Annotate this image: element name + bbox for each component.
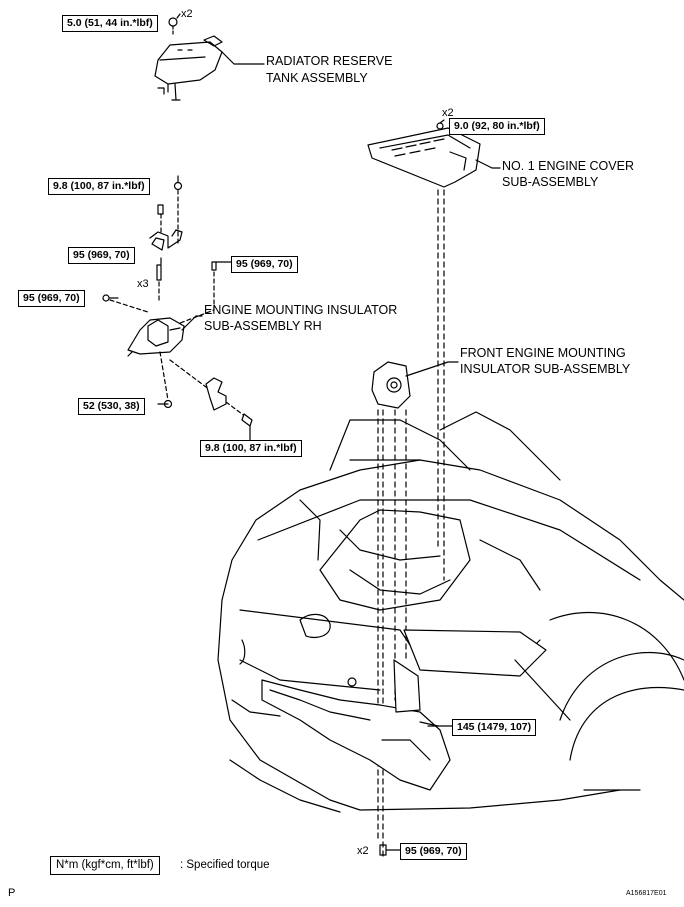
label-mount-rh-line1: ENGINE MOUNTING INSULATOR xyxy=(204,303,398,317)
corner-marker: P xyxy=(8,887,16,899)
multiplier-tank: x2 xyxy=(181,8,193,20)
label-front-mount-line2: INSULATOR SUB-ASSEMBLY xyxy=(460,362,631,376)
radiator-reserve-tank-drawing xyxy=(154,17,223,101)
label-radiator-tank-line1: RADIATOR RESERVE xyxy=(266,54,393,68)
torque-nut-lower: 52 (530, 38) xyxy=(78,398,145,415)
legend-torque-unit: N*m (kgf*cm, ft*lbf) xyxy=(50,856,160,875)
front-engine-mounting-insulator-drawing xyxy=(371,189,445,861)
legend-description: : Specified torque xyxy=(180,859,270,871)
torque-bracket-bolt-lower: 9.8 (100, 87 in.*lbf) xyxy=(200,440,302,457)
label-engine-cover-line2: SUB-ASSEMBLY xyxy=(502,175,599,189)
label-mount-rh-line2: SUB-ASSEMBLY RH xyxy=(204,319,322,333)
torque-bottom-bolt: 95 (969, 70) xyxy=(400,843,467,860)
label-front-mount-line1: FRONT ENGINE MOUNTING xyxy=(460,346,626,360)
vehicle-front-drawing xyxy=(217,411,684,856)
label-engine-cover-line1: NO. 1 ENGINE COVER xyxy=(502,159,634,173)
engine-mounting-insulator-rh-drawing xyxy=(102,181,253,427)
leader-lines xyxy=(109,13,501,851)
torque-bracket-nut-top: 9.8 (100, 87 in.*lbf) xyxy=(48,178,150,195)
multiplier-cover: x2 xyxy=(442,107,454,119)
multiplier-bottom: x2 xyxy=(357,845,369,857)
torque-bolt-right-upper: 95 (969, 70) xyxy=(231,256,298,273)
torque-cover-nut: 9.0 (92, 80 in.*lbf) xyxy=(449,118,545,135)
figure-id: A156817E01 xyxy=(626,890,667,897)
label-radiator-tank-line2: TANK ASSEMBLY xyxy=(266,71,368,85)
torque-tank-bolt: 5.0 (51, 44 in.*lbf) xyxy=(62,15,158,32)
torque-nut-left: 95 (969, 70) xyxy=(18,290,85,307)
multiplier-left-bolts: x3 xyxy=(137,278,149,290)
torque-front-bolt: 145 (1479, 107) xyxy=(452,719,537,736)
torque-bolt-left-x3: 95 (969, 70) xyxy=(68,247,135,264)
